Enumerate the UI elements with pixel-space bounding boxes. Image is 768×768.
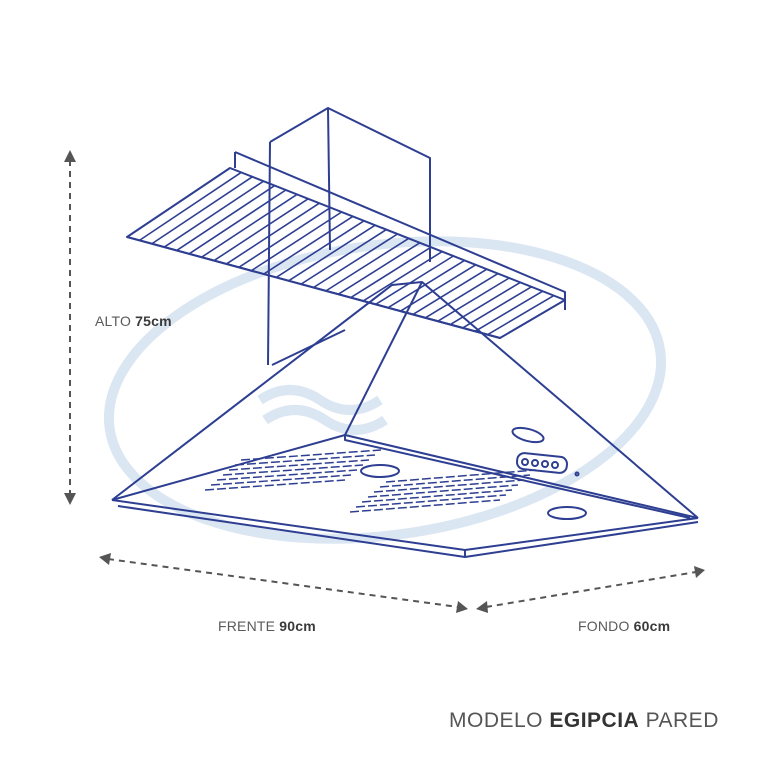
filter-slot-row bbox=[234, 454, 376, 466]
shelf-bar bbox=[362, 250, 443, 302]
shelf-bar bbox=[313, 233, 398, 289]
front-dimension-line bbox=[107, 558, 459, 608]
depth-dimension-line bbox=[485, 571, 697, 608]
shelf-bar bbox=[474, 290, 544, 332]
filter-slot-row bbox=[216, 469, 358, 481]
shelf-bar bbox=[275, 220, 365, 279]
shelf-bar bbox=[412, 268, 488, 316]
filter-slot-row bbox=[240, 449, 382, 461]
filter-slot-row bbox=[222, 464, 364, 476]
shelf-bar bbox=[201, 193, 298, 258]
shelf-bar bbox=[213, 198, 309, 262]
lights bbox=[360, 464, 587, 520]
shelf-bar bbox=[400, 264, 477, 312]
depth-label: FONDO 60cm bbox=[578, 618, 671, 634]
brand-watermark bbox=[103, 236, 667, 544]
shelf-bar bbox=[163, 180, 264, 248]
control-panel bbox=[511, 426, 580, 477]
shelf-bar bbox=[325, 237, 410, 292]
shelf-bar bbox=[263, 215, 354, 275]
filter-slot-row bbox=[204, 479, 346, 491]
hood-outline bbox=[111, 107, 699, 558]
shelf-bar bbox=[250, 211, 343, 272]
shelf-bar bbox=[487, 294, 555, 336]
shelf-bar bbox=[387, 259, 465, 309]
chimney bbox=[267, 107, 431, 366]
height-label: ALTO 75cm bbox=[95, 313, 172, 329]
shelf-bar bbox=[437, 277, 510, 322]
filter-slot-row bbox=[349, 499, 501, 513]
filter-slot-row bbox=[379, 474, 531, 488]
shelf-bar bbox=[238, 206, 331, 268]
front-label: FRENTE 90cm bbox=[218, 618, 316, 634]
shelf-bar bbox=[151, 176, 253, 245]
shelf-bar bbox=[375, 255, 454, 306]
shelf-bar bbox=[449, 281, 521, 326]
shelf-bar bbox=[350, 246, 432, 299]
arrowheads bbox=[64, 150, 705, 613]
filter-grids bbox=[204, 449, 537, 513]
shelf-bar bbox=[188, 189, 287, 255]
filter-slot-row bbox=[361, 489, 513, 503]
filter-slot-row bbox=[228, 459, 370, 471]
filter-slot-row bbox=[373, 479, 525, 493]
shelf-bar bbox=[176, 184, 276, 252]
shelf-bar bbox=[337, 242, 421, 295]
shelf-bar bbox=[138, 171, 242, 242]
filter-slot-row bbox=[385, 469, 537, 483]
shelf-bar bbox=[300, 228, 387, 285]
filter-slot-row bbox=[355, 494, 507, 508]
shelf-bar bbox=[424, 272, 499, 319]
dimension-lines bbox=[69, 160, 697, 608]
shelf-bar bbox=[288, 224, 376, 282]
brand-logo-icon bbox=[511, 426, 545, 444]
model-title: MODELO EGIPCIA PARED bbox=[449, 709, 719, 732]
shelf-bars bbox=[138, 171, 555, 336]
filter-slot-row bbox=[367, 484, 519, 498]
hood-body bbox=[111, 281, 699, 558]
shelf-bar bbox=[462, 286, 532, 329]
shelf-bar bbox=[226, 202, 320, 265]
filter-slot-row bbox=[210, 474, 352, 486]
